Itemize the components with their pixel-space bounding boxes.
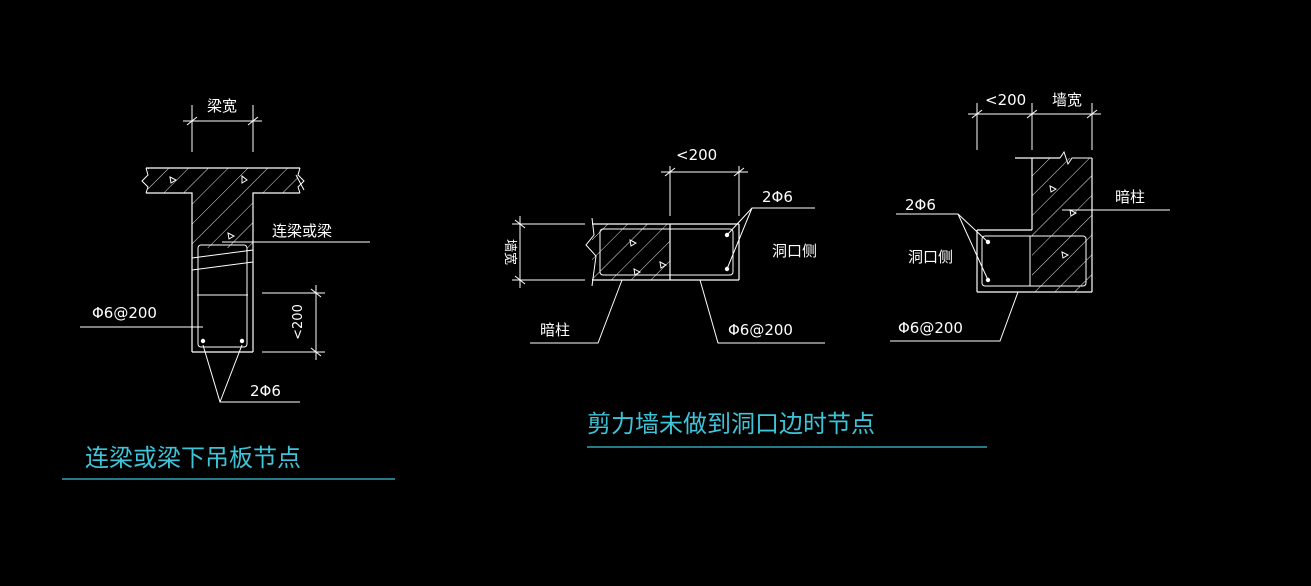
detail-3-top-dimension: <200 墙宽 [968,91,1101,150]
beam-width-dimension [183,105,262,152]
detail-2-bars-label: 2Φ6 [762,188,793,206]
bars-label: 2Φ6 [250,382,281,400]
detail-3-opening-side: 洞口侧 [908,248,953,266]
detail-3-dim-text: <200 [985,91,1026,109]
detail-2-opening-side: 洞口侧 [772,242,817,260]
detail-2-shear-wall-opening: <200 墙宽 2Φ6 洞口侧 暗柱 Φ6@2 [502,146,987,448]
stirrup-label: Φ6@200 [92,304,157,322]
height-dimension: <200 [262,285,325,360]
detail-1-beam-hanging-panel: 连梁或梁 <200 Φ6@200 2Φ6 梁宽 连梁或梁下吊板节点 [62,97,395,480]
beam-label: 连梁或梁 [272,222,332,240]
detail-2-hidden-column: 暗柱 [540,321,570,339]
wall-thickness-label: 墙宽 [502,239,518,265]
detail-2-top-dimension: <200 [661,146,748,216]
height-dim-text: <200 [291,304,306,340]
wall-thickness-dimension: 墙宽 [502,216,585,288]
detail-2-dim-text: <200 [676,146,717,164]
detail-2-title: 剪力墙未做到洞口边时节点 [587,410,875,438]
beam-width-label: 梁宽 [207,97,237,115]
detail-3-wall-opening: <200 墙宽 暗柱 2Φ6 洞口侧 Φ6@200 [890,91,1170,342]
detail-3-wall-width: 墙宽 [1052,91,1082,109]
detail-3-stirrup: Φ6@200 [898,319,963,337]
hanging-panel [191,244,254,353]
detail-2-stirrup: Φ6@200 [728,321,793,339]
detail-1-title: 连梁或梁下吊板节点 [85,444,301,472]
detail-3-hidden-column: 暗柱 [1115,188,1145,206]
detail-3-bars-label: 2Φ6 [905,196,936,214]
